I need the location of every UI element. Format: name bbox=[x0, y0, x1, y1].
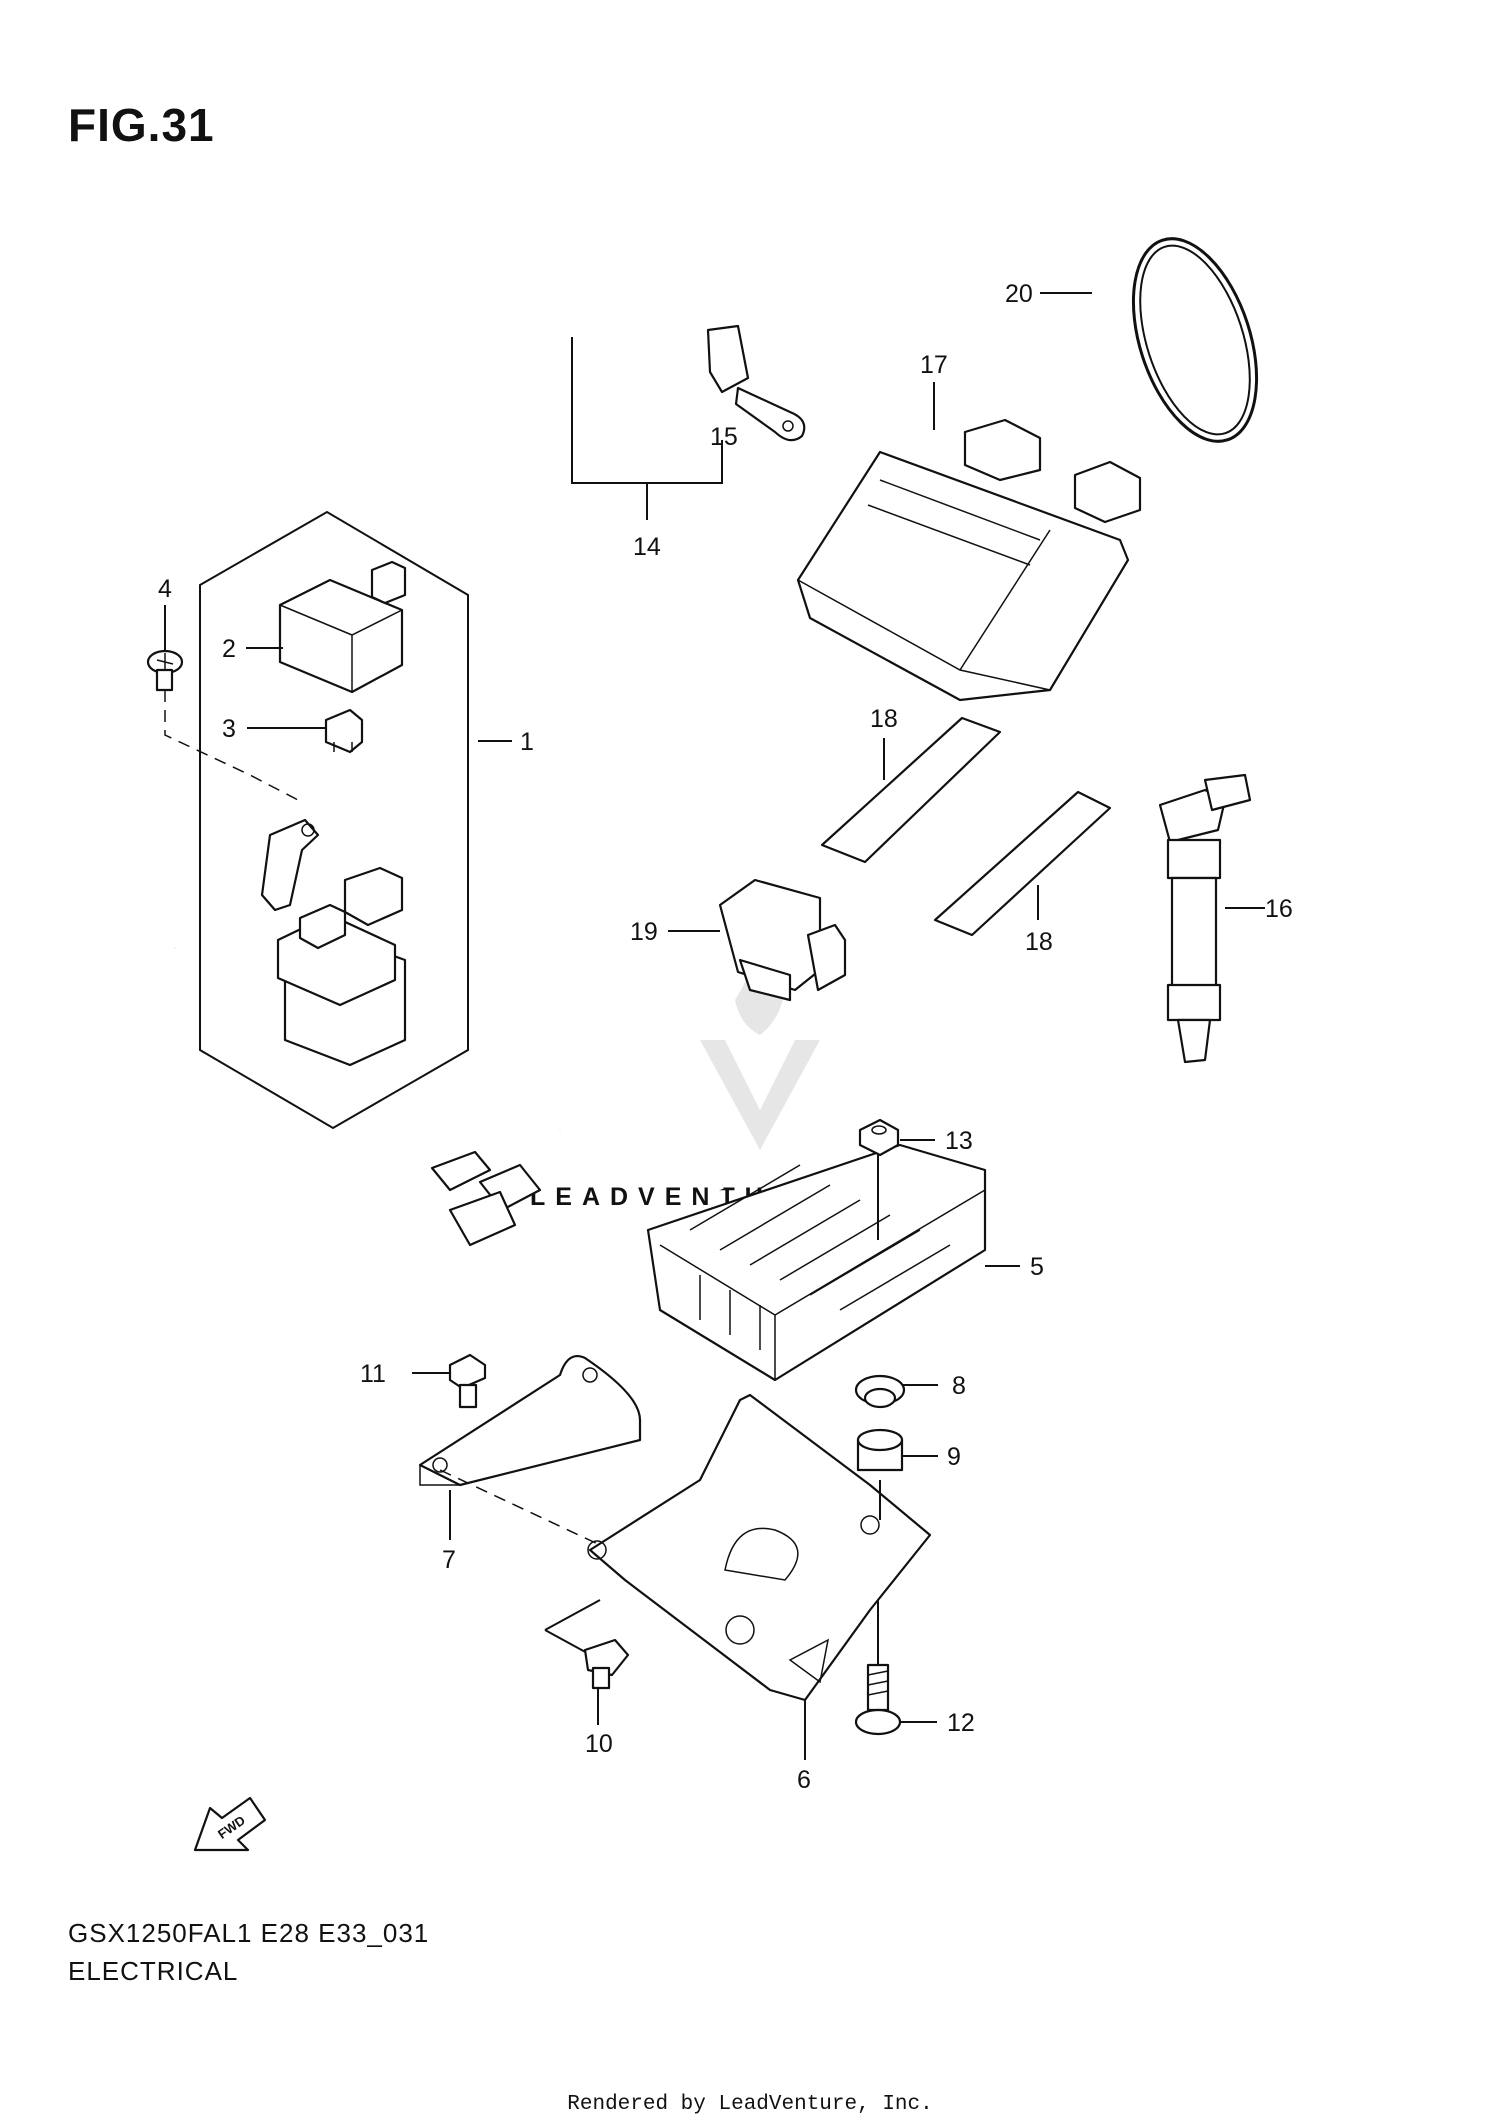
callout-7: 7 bbox=[442, 1546, 456, 1574]
bolt-part-11 bbox=[448, 1353, 487, 1409]
bracket-part-7 bbox=[418, 1354, 642, 1487]
callout-9: 9 bbox=[947, 1443, 961, 1471]
callout-19: 19 bbox=[630, 918, 658, 946]
o-ring-part bbox=[1131, 237, 1259, 443]
bracket-7-dashed-guide bbox=[439, 1469, 601, 1546]
bracket-part-6 bbox=[587, 1393, 932, 1702]
figure-title: FIG.31 bbox=[68, 99, 215, 151]
callout-6: 6 bbox=[797, 1766, 811, 1794]
relay-cover-part bbox=[278, 560, 407, 694]
grommet-part-9 bbox=[856, 1428, 904, 1472]
callout-13: 13 bbox=[945, 1127, 973, 1155]
bolt-part-12 bbox=[854, 1663, 902, 1736]
callout-8: 8 bbox=[952, 1372, 966, 1400]
rendered-by-credit: Rendered by LeadVenture, Inc. bbox=[567, 2093, 933, 2116]
relay-assembly-frame bbox=[199, 510, 469, 1130]
battery-cable-part bbox=[99, 277, 806, 953]
ignition-coil-part bbox=[1158, 773, 1252, 1064]
callout-15: 15 bbox=[710, 423, 738, 451]
starter-relay-part bbox=[260, 818, 407, 1067]
callout-11: 11 bbox=[360, 1360, 386, 1388]
callout-leaders bbox=[164, 292, 1265, 1760]
callout-20: 20 bbox=[1005, 280, 1033, 308]
forward-direction-arrow-icon: FWD bbox=[193, 1796, 267, 1852]
regulator-rectifier-part bbox=[430, 1112, 987, 1382]
callout-18-lower: 18 bbox=[1025, 928, 1053, 956]
tape-strip-part-lower bbox=[933, 790, 1112, 937]
callout-14: 14 bbox=[633, 533, 661, 561]
callout-5: 5 bbox=[1030, 1253, 1044, 1281]
callout-17: 17 bbox=[920, 351, 948, 379]
callout-14-bracket bbox=[571, 337, 723, 520]
fuse-part bbox=[324, 708, 364, 754]
callout-3: 3 bbox=[222, 715, 236, 743]
callout-16: 16 bbox=[1265, 895, 1293, 923]
model-code: GSX1250FAL1 E28 E33_031 bbox=[68, 1918, 430, 1948]
nut-part-13 bbox=[858, 1118, 900, 1157]
grommet-part-8 bbox=[854, 1374, 906, 1409]
callout-1: 1 bbox=[520, 728, 534, 756]
section-name: ELECTRICAL bbox=[68, 1956, 239, 1986]
screw-4-dashed-guide bbox=[164, 690, 299, 801]
callout-12: 12 bbox=[947, 1709, 975, 1737]
callout-4: 4 bbox=[158, 575, 172, 603]
ecm-part bbox=[796, 418, 1142, 702]
small-relay-part bbox=[718, 878, 847, 1002]
tape-strip-part-upper bbox=[820, 716, 1002, 864]
callout-18-upper: 18 bbox=[870, 705, 898, 733]
callout-numbers: 1 2 3 4 5 6 7 8 9 10 11 12 13 14 15 16 1… bbox=[158, 280, 1293, 1794]
callout-2: 2 bbox=[222, 635, 236, 663]
bolt-part-10 bbox=[583, 1638, 630, 1690]
callout-10: 10 bbox=[585, 1730, 613, 1758]
screw-part-4 bbox=[146, 649, 184, 692]
